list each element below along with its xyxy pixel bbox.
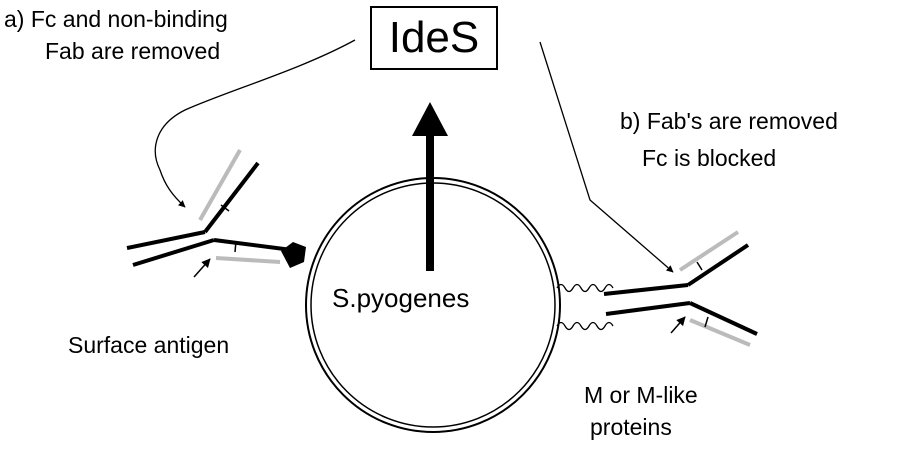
antibody-a [126, 149, 293, 267]
ides-label: IdeS [388, 13, 480, 62]
antibody-b [603, 230, 758, 347]
annotation-b-line1: b) Fab's are removed [620, 108, 838, 134]
ides-label-box: IdeS [370, 6, 498, 70]
annotation-b-line2: Fc is blocked [642, 145, 777, 171]
secretion-arrow [412, 102, 448, 271]
annotation-a-line1: a) Fc and non-binding [4, 6, 228, 32]
m-proteins-label-line2: proteins [590, 414, 672, 440]
surface-antigen-marker [281, 242, 306, 268]
pointer-line-a [154, 39, 356, 208]
m-protein-lower [556, 321, 614, 331]
cleavage-arrow-a [193, 258, 211, 278]
bacterium-label: S.pyogenes [332, 283, 470, 313]
m-proteins-label-line1: M or M-like [584, 382, 698, 408]
cleavage-arrow-b [670, 316, 686, 334]
pointer-line-b [539, 41, 674, 273]
annotation-a-line2: Fab are removed [45, 38, 221, 64]
surface-antigen-label: Surface antigen [68, 332, 230, 358]
m-protein-upper [556, 283, 614, 293]
